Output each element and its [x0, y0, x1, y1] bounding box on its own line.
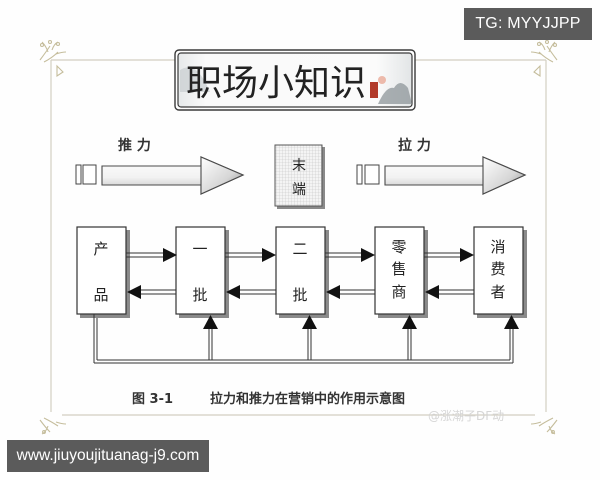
push-label: 推 力: [118, 137, 151, 154]
corner-ornament-icon: [530, 39, 558, 78]
backward-connectors: [127, 285, 474, 299]
url-banner: www.jiuyoujituanag-j9.com: [7, 440, 209, 472]
node-retailer-char: 售: [391, 260, 406, 278]
corner-ornament-icon: [530, 417, 558, 435]
node-consumer-char: 费: [490, 260, 505, 278]
tg-badge: TG: MYYJJPP: [464, 8, 592, 40]
pull-arrow: [356, 156, 527, 195]
banner-title: 职场小知识: [186, 63, 366, 104]
terminal-char-2: 端: [292, 182, 306, 198]
node-consumer-char: 消: [490, 238, 505, 256]
node-retailer-char: 商: [391, 283, 406, 301]
node-consumer-char: 者: [490, 283, 505, 301]
watermark: @涨潮子DF动: [428, 408, 504, 423]
figure-number: 图 3-1: [132, 392, 173, 407]
decorative-frame: [50, 59, 547, 416]
node-wholesale1-char: 批: [192, 286, 207, 304]
node-product-char: 产: [93, 240, 108, 258]
terminal-char-1: 末: [292, 158, 306, 174]
terminal-box: [274, 144, 325, 209]
title-banner: [174, 49, 416, 111]
node-wholesale1-char: 一: [192, 240, 207, 258]
corner-ornament-icon: [39, 39, 67, 78]
node-product-char: 品: [93, 286, 108, 304]
node-boxes: [76, 226, 527, 318]
bottom-feedback-bus: [93, 314, 519, 364]
node-wholesale2-char: 批: [292, 286, 307, 304]
forward-connectors: [126, 248, 474, 262]
node-retailer-char: 零: [391, 238, 406, 256]
push-arrow: [75, 156, 245, 195]
node-wholesale2-char: 二: [292, 240, 307, 258]
corner-ornament-icon: [39, 417, 67, 435]
figure-caption: 拉力和推力在营销中的作用示意图: [210, 391, 405, 407]
pull-label: 拉 力: [398, 137, 431, 154]
